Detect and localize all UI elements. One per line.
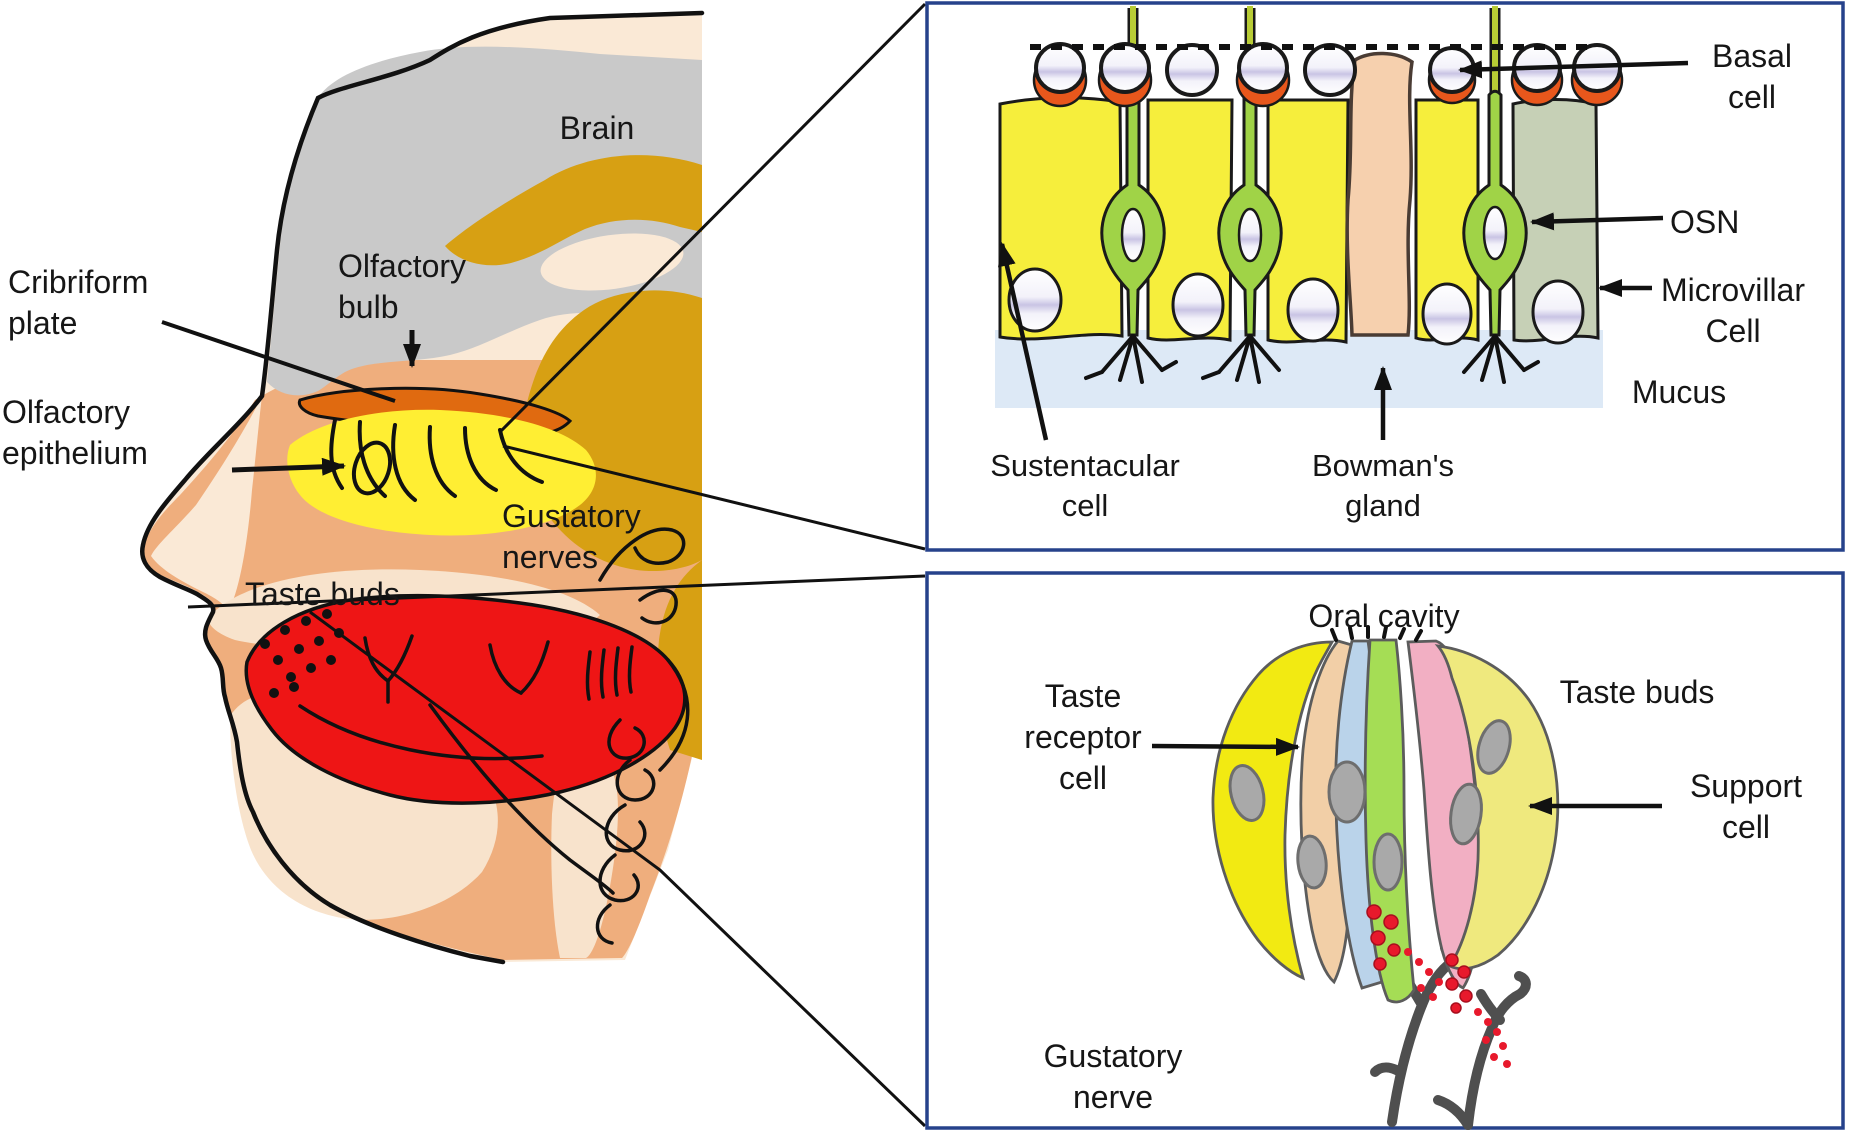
basal-cell-row — [1030, 42, 1624, 108]
taste-panel-arrows — [1151, 737, 1662, 815]
osn-cilia-rootlets — [1084, 334, 1540, 384]
callout-lines — [187, 2, 927, 1128]
label-microvillar-cell: Microvillar Cell — [1661, 272, 1805, 349]
vesicle-trails — [1404, 948, 1511, 1068]
label-olfactory-bulb: Olfactory bulb — [338, 248, 467, 325]
support-cell-right — [1434, 644, 1560, 971]
ventricle-light — [540, 233, 684, 291]
taste-cell-nuclei — [1228, 719, 1512, 892]
head-cross-section — [140, 10, 705, 965]
callout-epithelium-bottom — [502, 444, 926, 551]
label-support-cell: Support cell — [1689, 768, 1803, 845]
bowmans-gland-duct — [1345, 51, 1414, 337]
label-oral-cavity: Oral cavity — [1308, 598, 1460, 634]
osn-nuclei — [1120, 205, 1508, 263]
outer-cell-left — [1211, 640, 1335, 981]
taste-bud-cells — [1211, 638, 1560, 1004]
olfactory-epithelium-region — [287, 409, 596, 536]
label-brain: Brain — [559, 110, 635, 146]
throat-patch — [551, 764, 618, 958]
label-bowmans-gland: Bowman's gland — [1311, 448, 1455, 523]
label-basal-cell: Basal cell — [1711, 38, 1793, 115]
vesicles-red — [1366, 904, 1473, 1014]
osn-arrow — [1530, 212, 1664, 231]
label-cribriform-plate: Cribriform plate — [8, 264, 149, 341]
face-outline — [140, 10, 705, 965]
label-taste-receptor-cell: Taste receptor cell — [1024, 678, 1142, 796]
cribriform-pointer-line — [161, 320, 396, 403]
basal-cell-arrow — [1458, 60, 1689, 79]
bud-pore-dashes — [1330, 625, 1423, 642]
callout-tongue-top — [187, 574, 926, 609]
label-olfactory-epithelium: Olfactory epithelium — [2, 394, 148, 471]
label-taste-buds-panel: Taste buds — [1559, 674, 1715, 710]
callout-epithelium-top — [498, 2, 927, 434]
olfactory-nerve-fibers — [329, 418, 544, 502]
label-osn: OSN — [1670, 204, 1740, 240]
callout-tongue-bottom — [309, 610, 927, 1128]
taste-receptor-arrow — [1151, 737, 1300, 756]
nose-front-patch — [151, 396, 262, 612]
label-mucus: Mucus — [1631, 374, 1727, 410]
gustatory-nerve-lines — [428, 527, 690, 945]
label-gustatory-nerve: Gustatory nerve — [1043, 1038, 1183, 1115]
epithelium-arrow — [231, 457, 346, 476]
osn-neurons — [1084, 6, 1540, 384]
label-gustatory-nerves: Gustatory nerves — [502, 498, 641, 575]
olfactory-panel-arrows — [998, 60, 1689, 441]
label-taste-buds-head: Taste buds — [245, 576, 400, 612]
sustentacular-arrow — [998, 242, 1049, 441]
taste-bud-panel — [925, 571, 1845, 1130]
label-sustentacular-cell: Sustentacular cell — [990, 448, 1180, 523]
olfactory-epithelium-panel — [925, 1, 1845, 552]
cell-nuclei — [1007, 267, 1585, 346]
